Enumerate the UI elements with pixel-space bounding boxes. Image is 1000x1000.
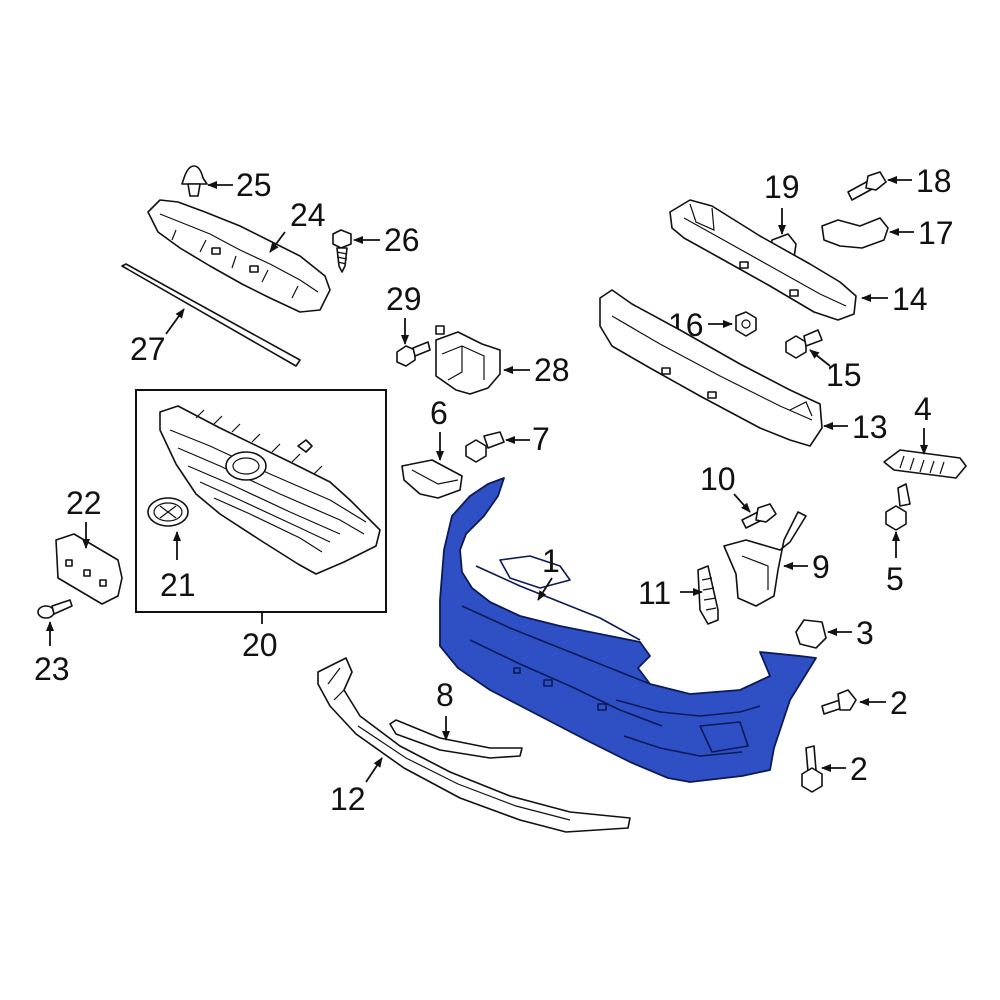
leader-12 xyxy=(365,757,383,783)
part-14-reinforcement xyxy=(669,199,857,321)
leader-27 xyxy=(165,308,185,335)
part-2-screw-a xyxy=(821,689,857,715)
callout-2a: 2 xyxy=(890,685,908,721)
part-25-push-clip xyxy=(181,165,208,197)
callout-15: 15 xyxy=(826,357,862,393)
part-24-upper-bracket xyxy=(147,199,331,313)
callout-22: 22 xyxy=(66,485,102,521)
callout-10: 10 xyxy=(700,461,736,497)
part-11-strip xyxy=(697,565,719,625)
callout-28: 28 xyxy=(534,352,570,388)
callout-5: 5 xyxy=(886,561,904,597)
part-15-bolt xyxy=(785,329,823,359)
part-27-strip xyxy=(121,263,301,367)
part-20-grille xyxy=(159,405,381,575)
part-13-absorber xyxy=(599,289,823,447)
callout-12: 12 xyxy=(330,781,366,817)
part-1-bumper-cover[interactable] xyxy=(439,477,817,783)
callout-2b: 2 xyxy=(850,751,868,787)
part-2-screw-b xyxy=(801,745,823,793)
callout-8: 8 xyxy=(436,677,454,713)
callout-17: 17 xyxy=(918,215,954,251)
callout-13: 13 xyxy=(852,409,888,445)
part-28-bracket xyxy=(435,325,501,395)
callout-14: 14 xyxy=(892,281,928,317)
callout-23: 23 xyxy=(34,651,70,687)
callout-27: 27 xyxy=(130,331,166,367)
part-3-clip xyxy=(795,619,827,649)
part-7-bolt xyxy=(465,431,505,463)
part-6-bracket xyxy=(401,459,463,499)
part-9-bracket xyxy=(723,511,807,607)
callout-11: 11 xyxy=(638,575,671,611)
callout-3: 3 xyxy=(856,615,874,651)
callout-1: 1 xyxy=(542,543,560,579)
part-29-bolt xyxy=(396,341,431,367)
leader-24 xyxy=(269,231,286,253)
part-17-bracket xyxy=(821,217,889,249)
part-10-screw xyxy=(741,503,777,529)
part-12-lower-lip xyxy=(317,657,631,833)
callout-19: 19 xyxy=(764,169,800,205)
callout-21: 21 xyxy=(160,567,196,603)
part-5-screw xyxy=(885,483,911,531)
callout-20: 20 xyxy=(242,627,278,663)
callout-7: 7 xyxy=(532,421,550,457)
part-21-emblem xyxy=(147,497,189,527)
callout-18: 18 xyxy=(916,163,952,199)
part-22-plate-bracket xyxy=(55,533,123,605)
callout-29: 29 xyxy=(386,281,422,317)
callout-9: 9 xyxy=(812,549,830,585)
part-23-screw xyxy=(37,599,73,619)
part-8-molding xyxy=(389,719,523,759)
part-26-bolt xyxy=(332,229,352,273)
callout-4: 4 xyxy=(914,391,932,427)
grille-assembly-box xyxy=(135,389,387,613)
callout-6: 6 xyxy=(430,395,448,431)
part-18-bolt xyxy=(847,171,887,201)
part-16-nut xyxy=(735,311,757,337)
callout-26: 26 xyxy=(384,222,420,258)
leader-1 xyxy=(537,577,553,601)
leader-10 xyxy=(733,493,751,513)
leader-15 xyxy=(809,349,831,367)
callout-24: 24 xyxy=(290,197,326,233)
callout-25: 25 xyxy=(236,167,272,203)
part-4-reflector xyxy=(883,449,967,479)
